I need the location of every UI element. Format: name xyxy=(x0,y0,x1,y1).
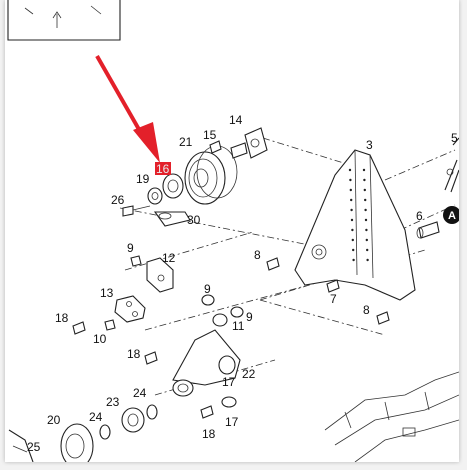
part-label-18-low: 18 xyxy=(202,427,216,441)
part-label-3: 3 xyxy=(366,138,373,152)
highlighted-part-16: 16 xyxy=(155,162,171,176)
callout-a-label: A xyxy=(448,210,456,222)
part-label-24-upper: 24 xyxy=(133,386,147,400)
part-label-26: 26 xyxy=(111,193,125,207)
idler-arm-part-22 xyxy=(172,329,241,397)
bracket-hole xyxy=(352,248,355,252)
bracket-hole xyxy=(363,188,366,192)
hub-part-14 xyxy=(230,127,268,159)
bracket-hole-pattern xyxy=(348,168,369,262)
bolts-part-18-10 xyxy=(72,319,116,335)
bolt-part-15 xyxy=(209,140,222,154)
bracket-hole xyxy=(365,228,368,232)
parts-diagram-sheet: A xyxy=(5,0,459,462)
part-label-18-left: 18 xyxy=(55,311,69,325)
callout-a-marker: A xyxy=(443,206,459,224)
part-label-11: 11 xyxy=(232,319,245,333)
machine-frame-lower-right xyxy=(324,371,459,462)
plate-part-13 xyxy=(114,295,146,323)
bracket-hole xyxy=(350,218,354,222)
part-label-13: 13 xyxy=(100,286,114,300)
part-label-18-mid: 18 xyxy=(127,347,141,361)
part-label-9-top: 9 xyxy=(127,241,134,255)
pin-part-6 xyxy=(416,221,440,239)
part-labels: 3 5 6 7 8 8 9 9 9 10 11 12 13 14 15 17 1… xyxy=(27,113,458,454)
part-label-23: 23 xyxy=(106,395,120,409)
part-label-8-lower: 8 xyxy=(363,303,370,317)
part-label-9-mid: 9 xyxy=(204,282,211,296)
part-label-5: 5 xyxy=(451,131,458,145)
bracket-hole xyxy=(349,188,352,192)
part-label-6: 6 xyxy=(416,209,423,223)
part-label-10: 10 xyxy=(93,332,107,346)
inset-view-box xyxy=(7,0,121,41)
bracket-hole xyxy=(365,238,368,242)
bracket-part-30 xyxy=(153,211,191,227)
part-label-7: 7 xyxy=(330,292,337,306)
part-label-17-mid: 17 xyxy=(222,375,236,389)
bracket-hole xyxy=(364,218,368,222)
part-label-30: 30 xyxy=(187,213,201,227)
washers-part-9-11 xyxy=(201,294,244,327)
nut-part-9-upper xyxy=(130,255,142,267)
linkage-arm xyxy=(444,137,459,193)
bolt-part-7 xyxy=(326,279,340,293)
part-label-22: 22 xyxy=(242,367,256,381)
bracket-hole xyxy=(366,258,369,262)
part-label-17-low: 17 xyxy=(225,415,239,429)
bracket-hole xyxy=(351,238,354,242)
bracket-hole xyxy=(348,168,352,172)
part-label-20: 20 xyxy=(47,413,61,427)
block-part-12 xyxy=(146,257,174,293)
bracket-hole xyxy=(352,258,355,262)
part-label-9-right: 9 xyxy=(246,310,253,324)
frame-part-25 xyxy=(8,429,34,462)
bracket-hole xyxy=(366,248,369,252)
bearing-part-23 xyxy=(99,404,158,440)
pulley-part-20 xyxy=(60,423,94,462)
pulley-part-21 xyxy=(184,145,238,205)
part-label-14: 14 xyxy=(229,113,243,127)
bolt-part-8-upper xyxy=(266,257,280,271)
pointer-arrow xyxy=(95,55,160,163)
bracket-hole xyxy=(350,208,353,212)
part-label-15: 15 xyxy=(203,128,217,142)
bolt-part-18-low xyxy=(200,405,214,419)
bracket-hole xyxy=(350,198,353,202)
part-label-24-lower: 24 xyxy=(89,410,103,424)
part-label-8-upper: 8 xyxy=(254,248,261,262)
bracket-hole xyxy=(351,228,354,232)
bracket-hole xyxy=(363,178,366,182)
bracket-hole xyxy=(362,168,366,172)
washer-part-17-mid xyxy=(221,396,237,408)
bracket-hole xyxy=(349,178,352,182)
main-bracket-plate xyxy=(294,149,416,301)
bolt-part-8-lower xyxy=(376,311,390,325)
part-label-19: 19 xyxy=(136,172,150,186)
exploded-parts-diagram: A xyxy=(7,0,459,462)
bearing-part-19 xyxy=(147,173,184,205)
part-label-12: 12 xyxy=(162,251,176,265)
bolt-part-18-mid xyxy=(144,351,158,365)
part-label-25: 25 xyxy=(27,440,41,454)
bracket-hole xyxy=(364,208,367,212)
bracket-hole xyxy=(364,198,367,202)
part-label-21: 21 xyxy=(179,135,193,149)
part-label-16: 16 xyxy=(156,162,170,176)
bolt-part-26 xyxy=(122,205,151,217)
